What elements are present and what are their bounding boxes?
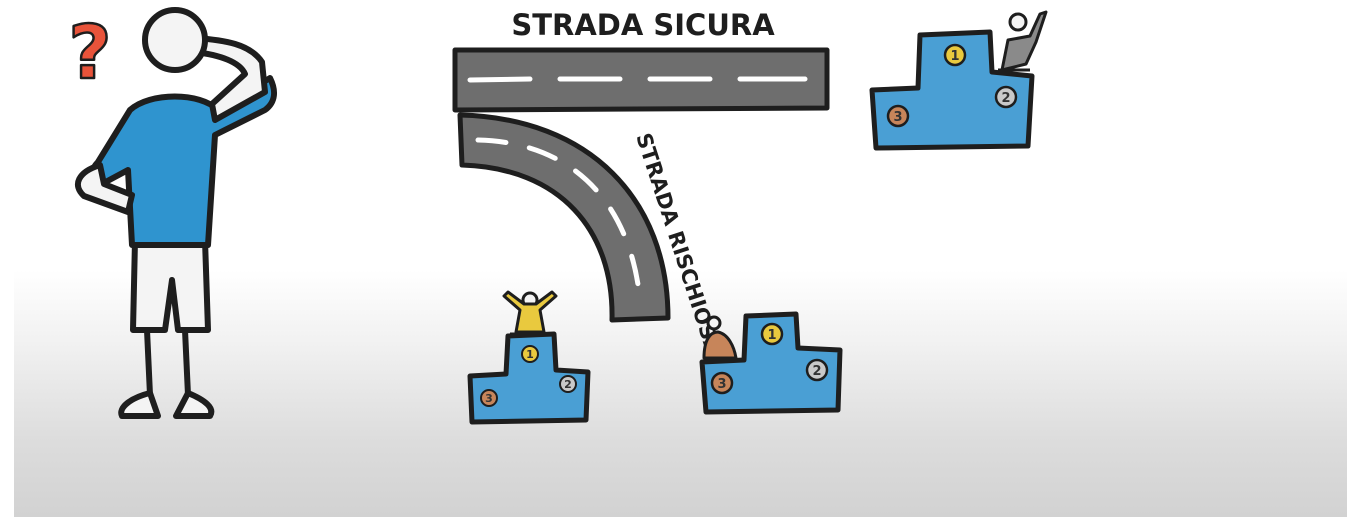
rank-1: 1 bbox=[526, 348, 534, 361]
medal-1 bbox=[943, 43, 967, 67]
rank-1: 1 bbox=[950, 49, 959, 64]
risky-road-lane-markings bbox=[475, 137, 643, 303]
podium-bottom-left: 1 2 3 bbox=[467, 290, 591, 425]
risky-road-surface bbox=[457, 112, 671, 323]
background-fade bbox=[14, 270, 1347, 517]
head bbox=[142, 7, 208, 73]
risky-road bbox=[457, 112, 671, 323]
rank-3: 3 bbox=[485, 392, 493, 405]
medal-2 bbox=[805, 358, 829, 382]
waving-figure bbox=[998, 10, 1048, 72]
podium-block bbox=[869, 29, 1035, 151]
rank-2: 2 bbox=[812, 364, 821, 379]
question-mark-icon: ? bbox=[69, 10, 112, 96]
podium-block bbox=[467, 331, 591, 425]
safe-road-surface bbox=[452, 47, 830, 113]
left-arm-on-hip bbox=[74, 162, 135, 215]
medal-3 bbox=[886, 104, 910, 128]
safe-road-label: STRADA SICURA bbox=[511, 8, 775, 42]
medal-2 bbox=[559, 375, 577, 393]
podium-block bbox=[699, 311, 843, 415]
legs bbox=[144, 327, 191, 398]
podium-upper-right: 1 2 3 bbox=[869, 10, 1048, 151]
shorts bbox=[130, 237, 211, 333]
feet bbox=[118, 390, 215, 419]
rank-1: 1 bbox=[767, 328, 776, 343]
medal-1 bbox=[521, 345, 539, 363]
sitting-figure bbox=[702, 315, 738, 360]
thinking-person: ? bbox=[67, 7, 277, 419]
cheering-figure bbox=[502, 290, 558, 336]
medal-3 bbox=[480, 389, 498, 407]
rank-3: 3 bbox=[893, 110, 902, 125]
rank-2: 2 bbox=[1001, 91, 1010, 106]
safe-road-lane-markings bbox=[467, 76, 808, 83]
rank-3: 3 bbox=[717, 377, 726, 392]
rank-2: 2 bbox=[564, 378, 572, 391]
medal-3 bbox=[710, 371, 734, 395]
safe-road bbox=[452, 47, 830, 113]
medal-1 bbox=[760, 322, 784, 346]
medal-2 bbox=[994, 85, 1018, 109]
podium-bottom-middle: 1 2 3 bbox=[699, 311, 843, 415]
